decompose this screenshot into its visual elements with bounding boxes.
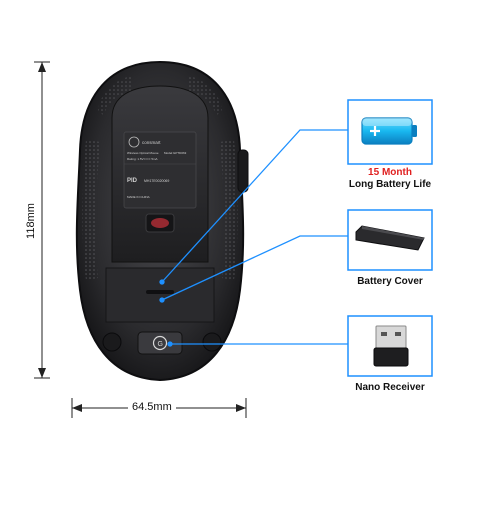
height-dimension (34, 61, 50, 379)
battery-highlight: 15 Month (368, 167, 412, 178)
sticker-brand: consmart (142, 140, 161, 145)
battery-icon (361, 117, 417, 145)
sticker-line2: Model:GPTD063 (164, 151, 187, 155)
sticker-pid-value: MH17E0020069 (144, 179, 169, 183)
width-label: 64.5mm (128, 401, 176, 413)
battery-cover-label: Battery Cover (357, 276, 423, 287)
receiver-logo-icon (152, 335, 168, 351)
sticker-origin: MADE IN CHINA (127, 195, 150, 199)
optical-sensor-icon (151, 218, 169, 228)
mouse-sticker-text: consmart Wireless Optical Mouse Model:GP… (127, 140, 187, 199)
sticker-line3: Rating: 1.5V==== 5mA (127, 157, 158, 161)
brand-logo-icon (128, 136, 140, 148)
battery-cover-icon (355, 225, 425, 251)
sticker-line1: Wireless Optical Mouse (127, 151, 159, 155)
callout-lines (159, 129, 348, 347)
mouse-underside: G (75, 60, 249, 382)
nano-receiver-label: Nano Receiver (355, 382, 425, 393)
height-label: 118mm (25, 203, 37, 239)
sticker-pid-label: PID (127, 178, 138, 184)
battery-life-label: Long Battery Life (348, 179, 432, 190)
nano-receiver-icon (373, 325, 409, 367)
svg-text:G: G (158, 341, 163, 348)
